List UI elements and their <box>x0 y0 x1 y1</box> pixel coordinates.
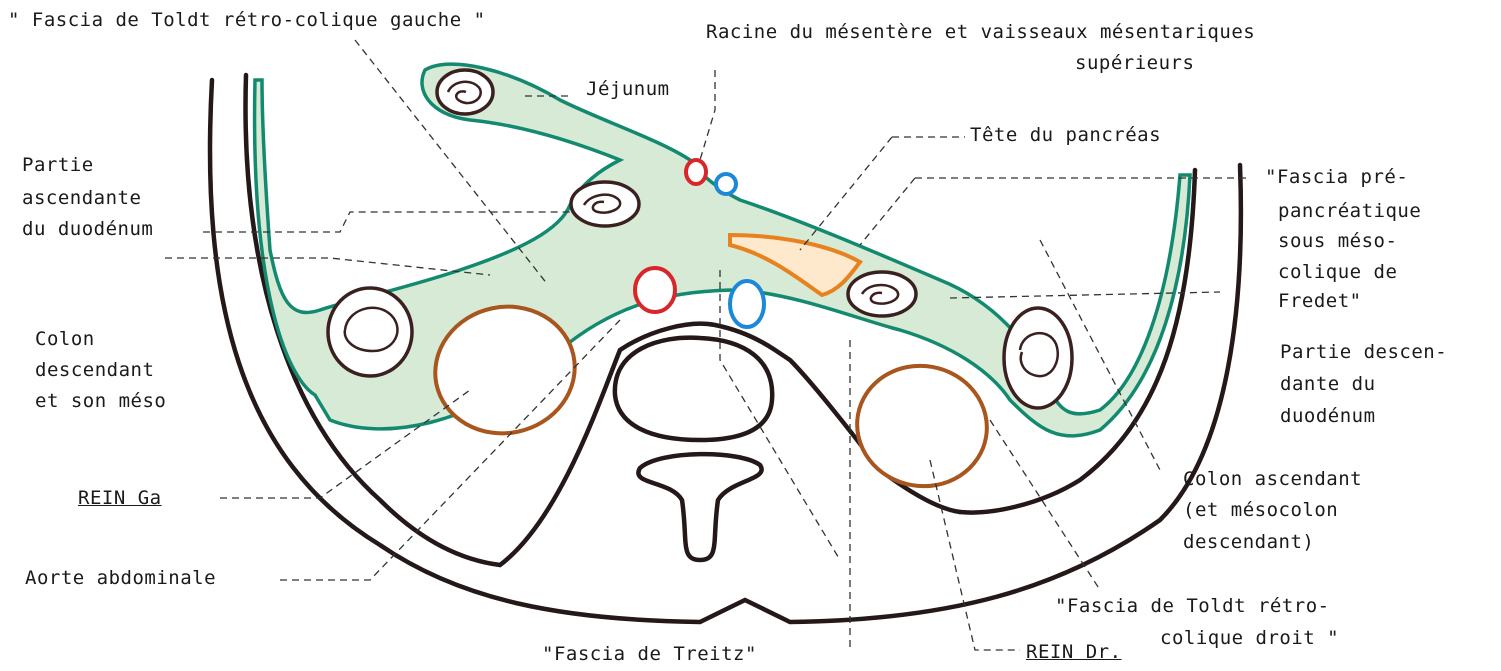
label-racine-mesentere-cont: supérieurs <box>1075 51 1194 75</box>
colon-descending-loop <box>328 288 412 376</box>
label-colon-descendant-3: et son méso <box>35 389 166 413</box>
label-colon-descendant-1: Colon <box>35 327 95 351</box>
label-fascia-toldt-gauche: " Fascia de Toldt rétro-colique gauche " <box>8 8 486 32</box>
duodenum-ascending-loop <box>571 182 639 226</box>
label-partie-ascendante-3: du duodénum <box>22 217 153 241</box>
label-partie-ascendante-1: Partie <box>22 153 94 177</box>
label-colon-descendant-2: descendant <box>35 358 154 382</box>
label-jejunum: Jéjunum <box>586 77 670 101</box>
colon-ascending-loop <box>1004 308 1072 408</box>
label-partie-descendante-2: dante du <box>1280 372 1376 396</box>
duodenum-descending-loop <box>848 272 916 316</box>
label-colon-ascendant-2: (et mésocolon <box>1183 498 1338 522</box>
label-fascia-toldt-droit-1: "Fascia de Toldt rétro- <box>1055 594 1330 618</box>
label-fascia-pre-5: Fredet" <box>1278 289 1362 313</box>
label-fascia-pre-4: colique de <box>1278 260 1397 284</box>
vertebral-body <box>615 338 772 440</box>
label-rein-droit: REIN Dr. <box>1026 640 1122 664</box>
label-fascia-pre-3: sous méso- <box>1278 229 1397 253</box>
label-racine-mesentere: Racine du mésentère et vaisseaux mésenta… <box>706 20 1255 44</box>
vena-cava <box>730 281 764 327</box>
label-fascia-treitz: "Fascia de Treitz" <box>542 642 757 666</box>
aorta <box>635 268 675 312</box>
label-fascia-pre-2: pancréatique <box>1278 199 1421 223</box>
label-fascia-pre-1: "Fascia pré- <box>1265 165 1408 189</box>
label-fascia-toldt-droit-2: colique droit " <box>1160 626 1339 650</box>
vertebral-arch <box>638 454 761 560</box>
label-partie-descendante-3: duodénum <box>1280 404 1376 428</box>
right-kidney <box>848 356 997 497</box>
label-aorte-abdominale: Aorte abdominale <box>25 566 216 590</box>
label-rein-gauche: REIN Ga <box>78 486 162 510</box>
label-colon-ascendant-1: Colon ascendant <box>1183 467 1362 491</box>
label-colon-ascendant-3: descendant) <box>1183 530 1314 554</box>
label-tete-pancreas: Tête du pancréas <box>970 123 1161 147</box>
jejunum-loop <box>437 70 493 114</box>
sma-artery <box>686 160 706 184</box>
smv-vein <box>716 174 736 194</box>
label-partie-descendante-1: Partie descen- <box>1280 340 1447 364</box>
label-partie-ascendante-2: ascendante <box>22 186 141 210</box>
